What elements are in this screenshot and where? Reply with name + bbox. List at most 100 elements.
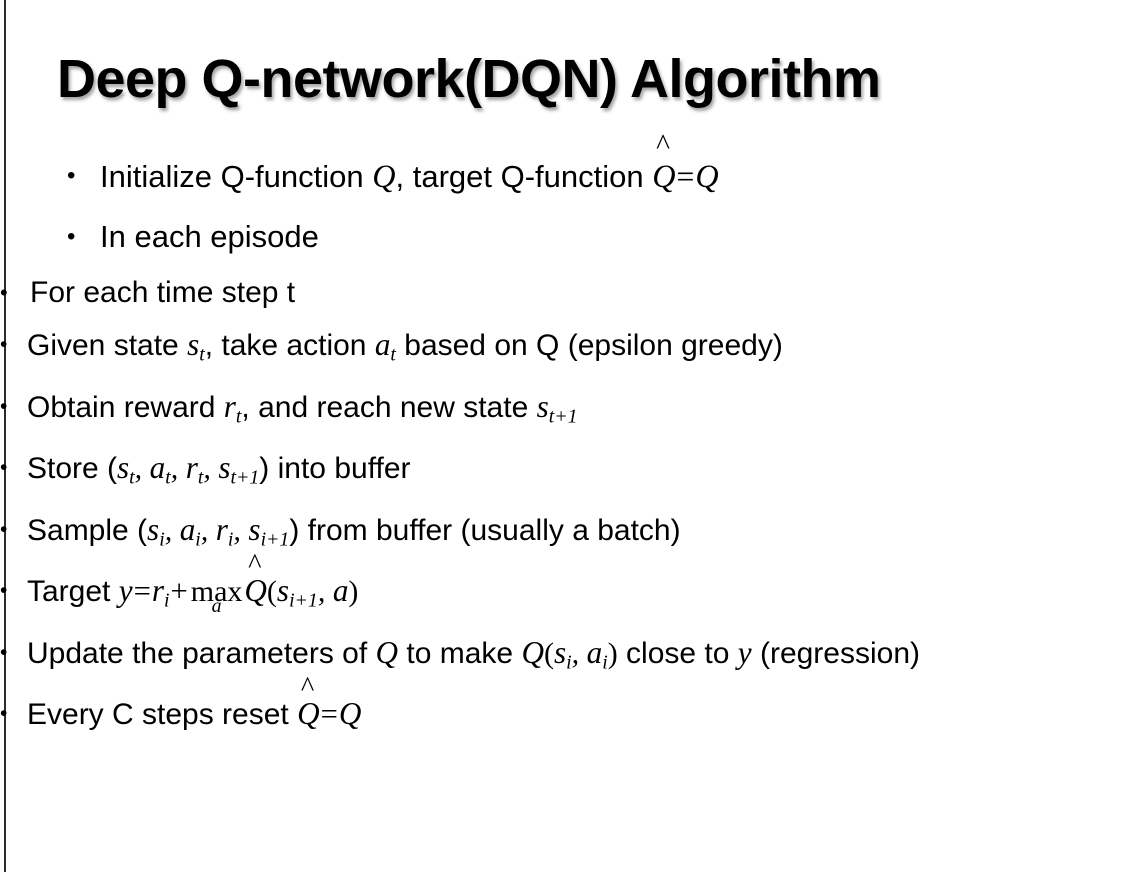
math-var-a: a <box>149 450 166 486</box>
math-var-s: s <box>553 634 567 670</box>
math-op-equals: = <box>676 159 695 194</box>
text-run: Obtain reward <box>27 390 224 424</box>
math-subscript: t <box>199 343 205 366</box>
math-subscript: i+1 <box>289 589 318 612</box>
bullet-list-level-2: • For each time step t <box>0 267 1124 319</box>
math-var-s: s <box>218 450 231 486</box>
bullet-dot-icon: • <box>67 162 76 189</box>
math-var-s: s <box>187 327 200 362</box>
page-title: Deep Q-network(DQN) Algorithm <box>57 49 881 109</box>
text-run: Given state <box>27 329 188 362</box>
slide-body: • Initialize Q-function Q, target Q-func… <box>0 130 1124 740</box>
list-item-text: Obtain reward rt, and reach new state st… <box>27 381 1124 443</box>
math-op-equals: = <box>133 574 151 609</box>
list-item-initialize: • Initialize Q-function Q, target Q-func… <box>67 130 1124 207</box>
math-paren-close: ) <box>348 575 359 609</box>
math-subscript: t <box>390 343 396 366</box>
math-var-base: Q <box>244 573 267 609</box>
bullet-list-level-1: • Initialize Q-function Q, target Q-func… <box>0 130 1124 267</box>
math-var-q: Q <box>695 158 719 194</box>
math-comma: , <box>134 452 150 486</box>
list-item-obtain-reward: • Obtain reward rt, and reach new state … <box>0 381 1124 443</box>
list-item-text: Store (st, at, rt, st+1) into buffer <box>27 442 1124 504</box>
bullet-dot-icon: • <box>0 579 8 603</box>
math-var-r: r <box>223 388 236 424</box>
list-item-text: Every C steps reset Q^=Q <box>27 673 1124 740</box>
math-paren-open: ( <box>266 575 277 609</box>
text-run: based on Q (epsilon greedy) <box>395 329 783 362</box>
math-var-q-hat: Q^ <box>297 673 320 740</box>
text-run: close to <box>617 636 738 670</box>
bullet-dot-icon: • <box>0 394 8 418</box>
math-var-q: Q <box>372 158 396 194</box>
math-comma: , <box>317 575 333 609</box>
math-paren-open: ( <box>543 636 554 670</box>
text-run: to make <box>398 636 522 670</box>
math-var-q: Q <box>521 634 544 670</box>
list-item-text: Given state st, take action at based on … <box>27 319 1124 381</box>
text-run: , target Q-function <box>395 159 653 194</box>
math-var-s: s <box>248 511 261 547</box>
math-subscript: i <box>163 589 170 612</box>
math-subscript: t <box>165 466 171 489</box>
math-var-s: s <box>276 573 290 609</box>
math-var-q-hat: Q^ <box>244 550 267 617</box>
text-run: ) into buffer <box>259 452 411 486</box>
text-run: Store ( <box>27 452 118 486</box>
bullet-dot-icon: • <box>0 640 8 664</box>
list-item-given-state: • Given state st, take action at based o… <box>0 319 1124 381</box>
math-var-r: r <box>215 511 228 547</box>
math-var-r: r <box>151 573 164 609</box>
math-var-base: Q <box>652 158 676 194</box>
bullet-dot-icon: • <box>0 333 8 356</box>
math-subscript: i <box>195 528 201 551</box>
slide-left-border <box>4 0 6 872</box>
list-item-text: Update the parameters of Q to make Q(si,… <box>27 627 1124 689</box>
math-subscript: i <box>602 651 608 674</box>
math-comma: , <box>164 513 180 547</box>
bullet-dot-icon: • <box>67 223 76 250</box>
text-run: (regression) <box>751 636 921 670</box>
text-run: Update the parameters of <box>27 636 376 670</box>
math-var-q: Q <box>375 634 399 670</box>
math-var-q: Q <box>338 696 362 732</box>
math-var-a: a <box>374 327 391 362</box>
math-comma: , <box>170 452 186 486</box>
math-comma: , <box>571 636 587 670</box>
math-var-s: s <box>536 388 549 424</box>
math-var-r: r <box>185 450 198 486</box>
math-subscript: i+1 <box>260 528 290 551</box>
math-var-q-hat: Q^ <box>652 130 676 207</box>
math-subscript: t+1 <box>230 466 260 489</box>
math-accent-hat-icon: ^ <box>656 129 670 162</box>
list-item-text: Initialize Q-function Q, target Q-functi… <box>100 130 1124 207</box>
list-item-text: For each time step t <box>30 276 296 309</box>
text-run: , take action <box>204 329 375 362</box>
math-op-name: max <box>190 575 243 609</box>
bullet-dot-icon: • <box>0 456 8 480</box>
math-paren-close: ) <box>607 636 618 670</box>
math-subscript: t <box>197 466 204 489</box>
math-subscript: i <box>159 528 165 551</box>
math-comma: , <box>200 513 216 547</box>
text-run: , and reach new state <box>241 390 537 424</box>
math-var-s: s <box>147 511 160 547</box>
bullet-dot-icon: • <box>0 517 8 541</box>
math-op-equals: = <box>320 697 338 732</box>
math-subscript: t+1 <box>548 405 578 428</box>
list-item-in-each-episode: • In each episode <box>67 207 1124 267</box>
bullet-dot-icon: • <box>0 280 8 305</box>
text-run: ) from buffer (usually a batch) <box>289 513 681 547</box>
math-op-under-limit: a <box>211 595 222 618</box>
math-var-base: Q <box>297 696 320 732</box>
math-var-a: a <box>332 573 349 609</box>
list-item-reset-target-network: • Every C steps reset Q^=Q <box>0 673 1124 740</box>
math-var-s: s <box>117 450 130 486</box>
text-run: Sample ( <box>27 513 148 547</box>
math-subscript: i <box>566 651 572 674</box>
math-subscript: i <box>227 528 234 551</box>
list-item-for-each-time-step: • For each time step t <box>0 267 1124 319</box>
list-item-store-transition: • Store (st, at, rt, st+1) into buffer <box>0 442 1124 504</box>
